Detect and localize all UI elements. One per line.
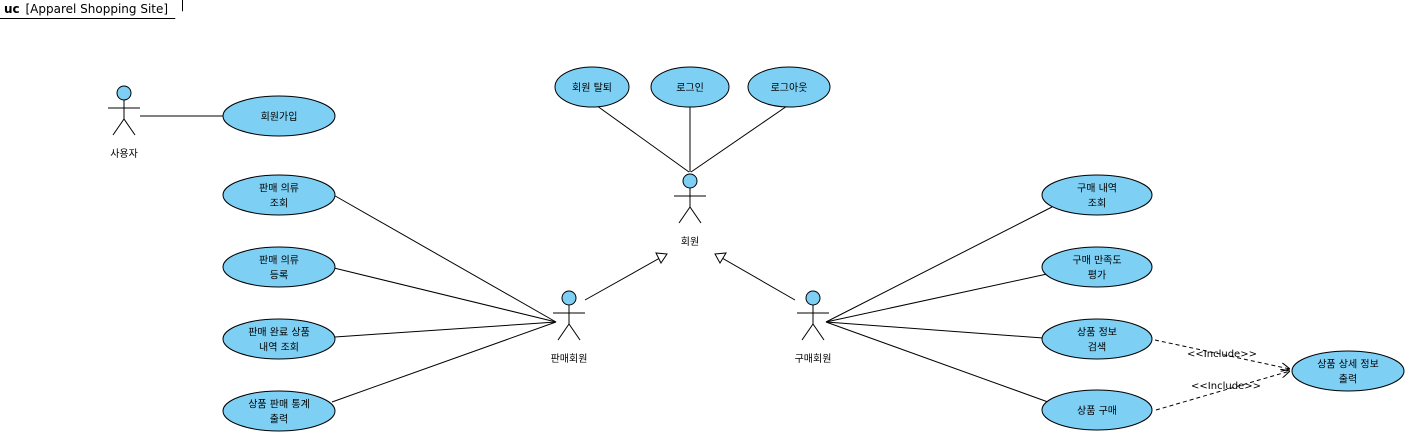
actor-label-user: 사용자 (110, 148, 138, 160)
association-member-withdraw (592, 102, 690, 173)
usecase-label-line: 판매 의류 (259, 183, 299, 195)
usecase-label-line: 회원 탈퇴 (572, 81, 612, 94)
actor-seller[interactable]: 판매회원 (551, 290, 588, 365)
usecase-label-line: 평가 (1088, 270, 1106, 282)
frame-name: [Apparel Shopping Site] (25, 2, 169, 16)
usecase-label-line: 상품 상세 정보 (1317, 359, 1379, 371)
include-label-2: <<Include>> (1191, 381, 1261, 392)
usecase-label-line: 로그인 (676, 82, 704, 94)
usecase-label-line: 등록 (270, 270, 288, 282)
association-seller-sold-history (334, 321, 557, 338)
association-buyer-satisfaction (825, 273, 1048, 323)
usecase-label-line: 조회 (270, 198, 288, 210)
usecase-label-line: 상품 판매 통계 (248, 399, 310, 411)
usecase-label-line: 상품 구매 (1077, 405, 1117, 417)
generalization-seller-member (584, 253, 668, 301)
usecase-label-line: 출력 (270, 414, 288, 426)
usecase-label-line: 회원가입 (261, 110, 298, 123)
actor-label-member: 회원 (681, 236, 699, 248)
usecase-label-line: 구매 내역 (1077, 183, 1117, 195)
usecase-label-line: 검색 (1088, 342, 1106, 354)
usecase-label-line: 내역 조회 (259, 342, 299, 354)
usecase-login[interactable]: 로그인 (650, 66, 730, 108)
usecase-logout[interactable]: 로그아웃 (747, 66, 831, 108)
actor-member[interactable]: 회원 (674, 173, 706, 248)
association-seller-sale-register (333, 267, 557, 323)
usecase-signup[interactable]: 회원가입 (222, 95, 336, 137)
actor-buyer[interactable]: 구매회원 (795, 290, 832, 365)
usecase-withdraw[interactable]: 회원 탈퇴 (554, 66, 630, 108)
actor-label-buyer: 구매회원 (795, 353, 832, 365)
association-buyer-purchase-history (825, 206, 1053, 323)
diagram-frame-label: uc [Apparel Shopping Site] (0, 0, 184, 19)
association-member-logout (690, 103, 791, 173)
association-seller-sale-stats (331, 321, 557, 403)
usecase-label-line: 출력 (1339, 374, 1357, 386)
include-purchase-detail (1155, 371, 1290, 411)
include-search-detail (1154, 339, 1290, 369)
generalization-buyer-arrowhead (714, 252, 727, 264)
usecase-label-line: 구매 만족도 (1072, 255, 1121, 267)
include-label-1: <<Include>> (1187, 349, 1257, 360)
usecase-label-line: 조회 (1088, 198, 1106, 210)
actor-user[interactable]: 사용자 (108, 85, 140, 160)
usecase-purchase[interactable]: 상품 구매 (1041, 389, 1153, 431)
usecase-label-line: 로그아웃 (771, 82, 808, 94)
usecase-label-line: 판매 의류 (259, 255, 299, 267)
usecase-label-line: 판매 완료 상품 (248, 327, 310, 339)
actor-label-seller: 판매회원 (551, 353, 588, 365)
association-buyer-product-search (825, 321, 1044, 339)
usecase-label-line: 상품 정보 (1077, 327, 1117, 339)
association-buyer-purchase (825, 321, 1049, 403)
generalization-buyer-member (714, 253, 796, 301)
generalization-seller-arrowhead (655, 252, 668, 264)
association-seller-sale-view (329, 192, 557, 323)
frame-keyword: uc (4, 2, 20, 16)
